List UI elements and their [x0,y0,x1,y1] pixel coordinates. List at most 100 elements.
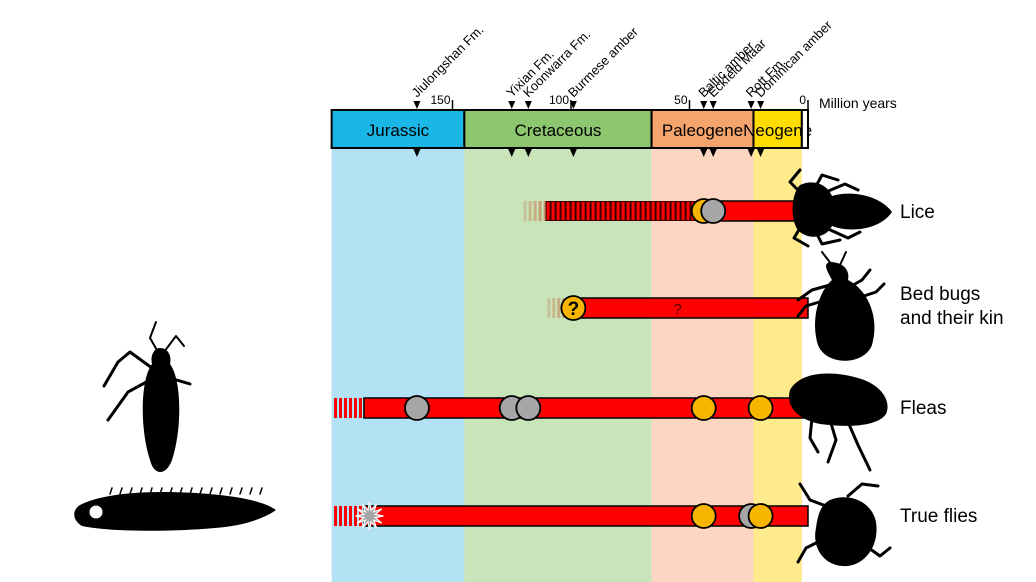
lineage-dash [587,202,590,220]
fly-leg [800,484,826,506]
lineage-dash [647,202,650,220]
lineage-dash [642,202,645,220]
lineage-dash [572,202,575,220]
quaternary-box [802,110,808,148]
compression-fossil-marker [516,396,540,420]
uncertain-fossil-label: ? [568,299,580,320]
lineage-dash [612,202,615,220]
lineage-fade-stripe [349,398,352,418]
larva-bristle [230,488,232,494]
tick-label: 0 [799,93,806,107]
lineage-dash [627,202,630,220]
lineage-dash [682,202,685,220]
bedbug-antenna [822,252,832,265]
fossil-larva-icon [74,492,276,531]
larva-bristle [200,488,202,494]
lineage-dash [667,202,670,220]
lineage-fade-stripe [334,398,337,418]
uncertain-timing-label: ? [673,301,681,318]
lineage-dash [592,202,595,220]
lineage-fade-stripe [524,201,527,221]
lineage-label: Fleas [900,398,946,419]
larva-detail-icon [89,505,103,519]
lineage-fade-stripe [339,506,342,526]
lineage-dash [547,202,550,220]
lineage-fade-stripe [349,506,352,526]
tick-label: 150 [430,93,450,107]
fossil-flea-antenna [150,322,158,352]
lineage-dash [552,202,555,220]
lineage-dash [657,202,660,220]
bedbug-antenna [840,252,846,265]
amber-fossil-marker [692,396,716,420]
lineage-dash [577,202,580,220]
period-name: Paleogene [662,121,743,140]
compression-fossil-marker [701,199,725,223]
larva-bristle [240,488,242,494]
lineage-label: True flies [900,506,977,527]
lineage-dash [662,202,665,220]
formation-marker-top [508,101,515,109]
bedbug-leg [848,270,870,288]
lineage-dash [557,202,560,220]
lineage-dash [637,202,640,220]
formation-marker-top [710,101,717,109]
lineage: ?? [547,296,808,320]
lineage-dash [607,202,610,220]
period-name: Cretaceous [514,121,601,140]
lineage-dash [597,202,600,220]
lineage-fade-stripe [534,201,537,221]
lineage-fade-stripe [529,201,532,221]
amber-fossil-marker [749,504,773,528]
lineage-label: and their kin [900,308,1004,329]
lineage-dash [672,202,675,220]
lineage [334,396,808,420]
amber-fossil-marker [692,504,716,528]
larva-bristle [260,488,262,494]
tick-label: 50 [674,93,688,107]
formation-marker-top [757,101,764,109]
lineage-dash [632,202,635,220]
lineage-dash [677,202,680,220]
lineage-fade-stripe [552,298,555,318]
lineage-label: Lice [900,202,935,223]
lineage-fade-stripe [339,398,342,418]
louse-icon [793,182,893,236]
flea-leg [848,422,870,470]
formation-marker-top [525,101,532,109]
lineage-fade-stripe [334,506,337,526]
lineage-dash [687,202,690,220]
lineage-dash [622,202,625,220]
lineage-fade-stripe [354,398,357,418]
formation-marker-top [700,101,707,109]
formation-label: Jiulongshan Fm. [408,22,486,100]
time-unit-label: Million years [819,95,897,111]
lineage-dash [652,202,655,220]
louse-leg [826,228,860,238]
formation-marker-top [413,101,420,109]
period-name: Jurassic [367,121,430,140]
formation-label: Dominican amber [752,17,835,100]
larva-bristle [210,488,212,494]
larva-bristle [220,488,222,494]
flea-icon [789,374,888,426]
larva-bristle [250,488,252,494]
lineage [334,502,808,530]
lineage-dash [582,202,585,220]
lineage-fade-stripe [539,201,542,221]
lineage-fade-stripe [344,506,347,526]
louse-leg [826,184,858,192]
fly-icon [815,497,876,566]
lineage-fade-stripe [547,298,550,318]
lineage-fade-stripe [359,398,362,418]
lineage-dash [617,202,620,220]
fossil-flea-antenna [164,336,184,352]
lineage-label: Bed bugs [900,284,980,305]
amber-fossil-marker [749,396,773,420]
flea-leg [828,420,836,462]
lineage-fade-stripe [344,398,347,418]
lineage [524,199,808,223]
